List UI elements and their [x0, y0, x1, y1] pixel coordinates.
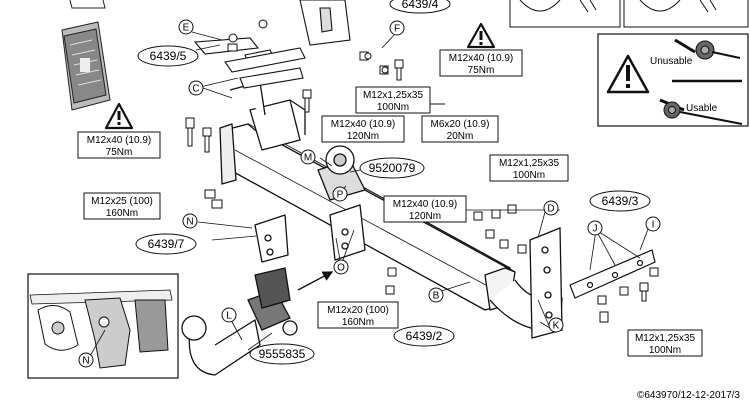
top-brackets: [193, 0, 351, 89]
spec-4-torque: 20Nm: [447, 131, 474, 142]
unusable-socket-icon: [674, 38, 741, 60]
spec-10-bolt: M12x1,25x35: [635, 333, 695, 344]
svg-text:J: J: [593, 224, 598, 235]
svg-text:6439/3: 6439/3: [602, 194, 639, 208]
ref-6439-4: [389, 0, 451, 14]
ref-9555835: [249, 343, 315, 365]
right-bracket: [569, 249, 656, 299]
spec-boxes: [77, 49, 703, 357]
svg-text:D: D: [547, 204, 554, 215]
part-letter-e: [178, 19, 194, 35]
spec-2-bolt: M12x1,25x35: [363, 90, 423, 101]
svg-text:M: M: [304, 153, 312, 164]
spec-7-torque: 100Nm: [513, 170, 545, 181]
spec-9-bolt: M12x20 (100): [327, 305, 389, 316]
svg-text:6439/5: 6439/5: [150, 49, 187, 63]
ref-9520079: [359, 157, 425, 179]
spec-7-bolt: M12x1,25x35: [499, 158, 559, 169]
spec-5-bolt: M12x40 (10.9): [87, 135, 151, 146]
spec-4-bolt: M6x20 (10.9): [431, 119, 490, 130]
ref-6439-2: [393, 325, 455, 347]
leader-lines: [89, 31, 651, 357]
part-letter-f: [389, 20, 405, 36]
part-letter-j: [587, 220, 603, 236]
ref-6439-7: [135, 233, 197, 255]
bolts: [185, 19, 659, 323]
ref-6439-3: [589, 190, 651, 212]
insert-arrow: [297, 271, 334, 291]
part-letter-o: [333, 259, 349, 275]
spec-6-torque: 160Nm: [106, 208, 138, 219]
spec-1-bolt: M12x40 (10.9): [449, 53, 513, 64]
part-letter-n-inset: [78, 352, 94, 368]
usable-socket-icon: [659, 98, 743, 125]
inset-detail: [27, 273, 179, 379]
svg-text:9520079: 9520079: [369, 161, 416, 175]
svg-text:O: O: [337, 263, 345, 274]
svg-text:E: E: [183, 23, 190, 34]
part-letter-m: [300, 149, 316, 165]
part-letter-b: [428, 287, 444, 303]
spec-6-bolt: M12x25 (100): [91, 196, 153, 207]
ref-6439-5: [137, 45, 199, 67]
svg-text:K: K: [553, 321, 560, 332]
svg-text:N: N: [82, 356, 89, 367]
spec-10-torque: 100Nm: [649, 345, 681, 356]
svg-text:C: C: [192, 84, 199, 95]
spec-1-torque: 75Nm: [468, 65, 495, 76]
svg-text:L: L: [226, 311, 232, 322]
svg-text:B: B: [433, 291, 440, 302]
spec-texts: M12x40 (10.9) 75Nm M12x1,25x35 100Nm M12…: [87, 53, 696, 356]
part-letter-d: [543, 200, 559, 216]
spec-2-torque: 100Nm: [377, 102, 409, 113]
part-letter-i: [645, 216, 661, 232]
part-letter-k: [548, 317, 564, 333]
svg-text:P: P: [337, 190, 344, 201]
spec-8-torque: 120Nm: [409, 211, 441, 222]
spec-3-torque: 120Nm: [347, 131, 379, 142]
top-right-boxes: [509, 0, 749, 28]
spec-8-bolt: M12x40 (10.9): [393, 199, 457, 210]
ref-ellipses: [135, 0, 651, 365]
ref-ellipse-texts: 6439/5 6439/4 9520079 6439/7 6439/3 6439…: [148, 0, 639, 361]
warning-triangle-icon: [466, 22, 496, 49]
towball-assembly: [181, 267, 298, 376]
part-letter-l: [221, 307, 237, 323]
part-letter-n: [182, 213, 198, 229]
part-letter-texts: E F C M N P D I J O B L K N: [82, 23, 654, 367]
part-letters: [78, 19, 661, 368]
svg-text:F: F: [394, 24, 400, 35]
part-letter-c: [188, 80, 204, 96]
svg-text:N: N: [186, 217, 193, 228]
part-letter-p: [332, 186, 348, 202]
copyright-text: ©643970/12-12-2017/3: [637, 390, 740, 401]
socket-panel: Unusable Usable: [597, 33, 749, 127]
warning-triangle-icon: [104, 102, 134, 130]
unusable-label: Unusable: [650, 56, 693, 67]
manual-booklet-drawing: [61, 0, 111, 111]
spec-5-torque: 75Nm: [106, 147, 133, 158]
spec-3-bolt: M12x40 (10.9): [331, 119, 395, 130]
svg-text:9555835: 9555835: [259, 347, 306, 361]
svg-text:I: I: [652, 220, 655, 231]
spec-9-torque: 160Nm: [342, 317, 374, 328]
usable-label: Usable: [686, 103, 718, 114]
svg-text:6439/2: 6439/2: [406, 329, 443, 343]
warning-triangle-icon: [606, 54, 650, 94]
right-side-plate: [529, 227, 563, 339]
main-crossbar: [219, 81, 563, 332]
svg-text:6439/4: 6439/4: [402, 0, 439, 11]
svg-text:6439/7: 6439/7: [148, 237, 185, 251]
